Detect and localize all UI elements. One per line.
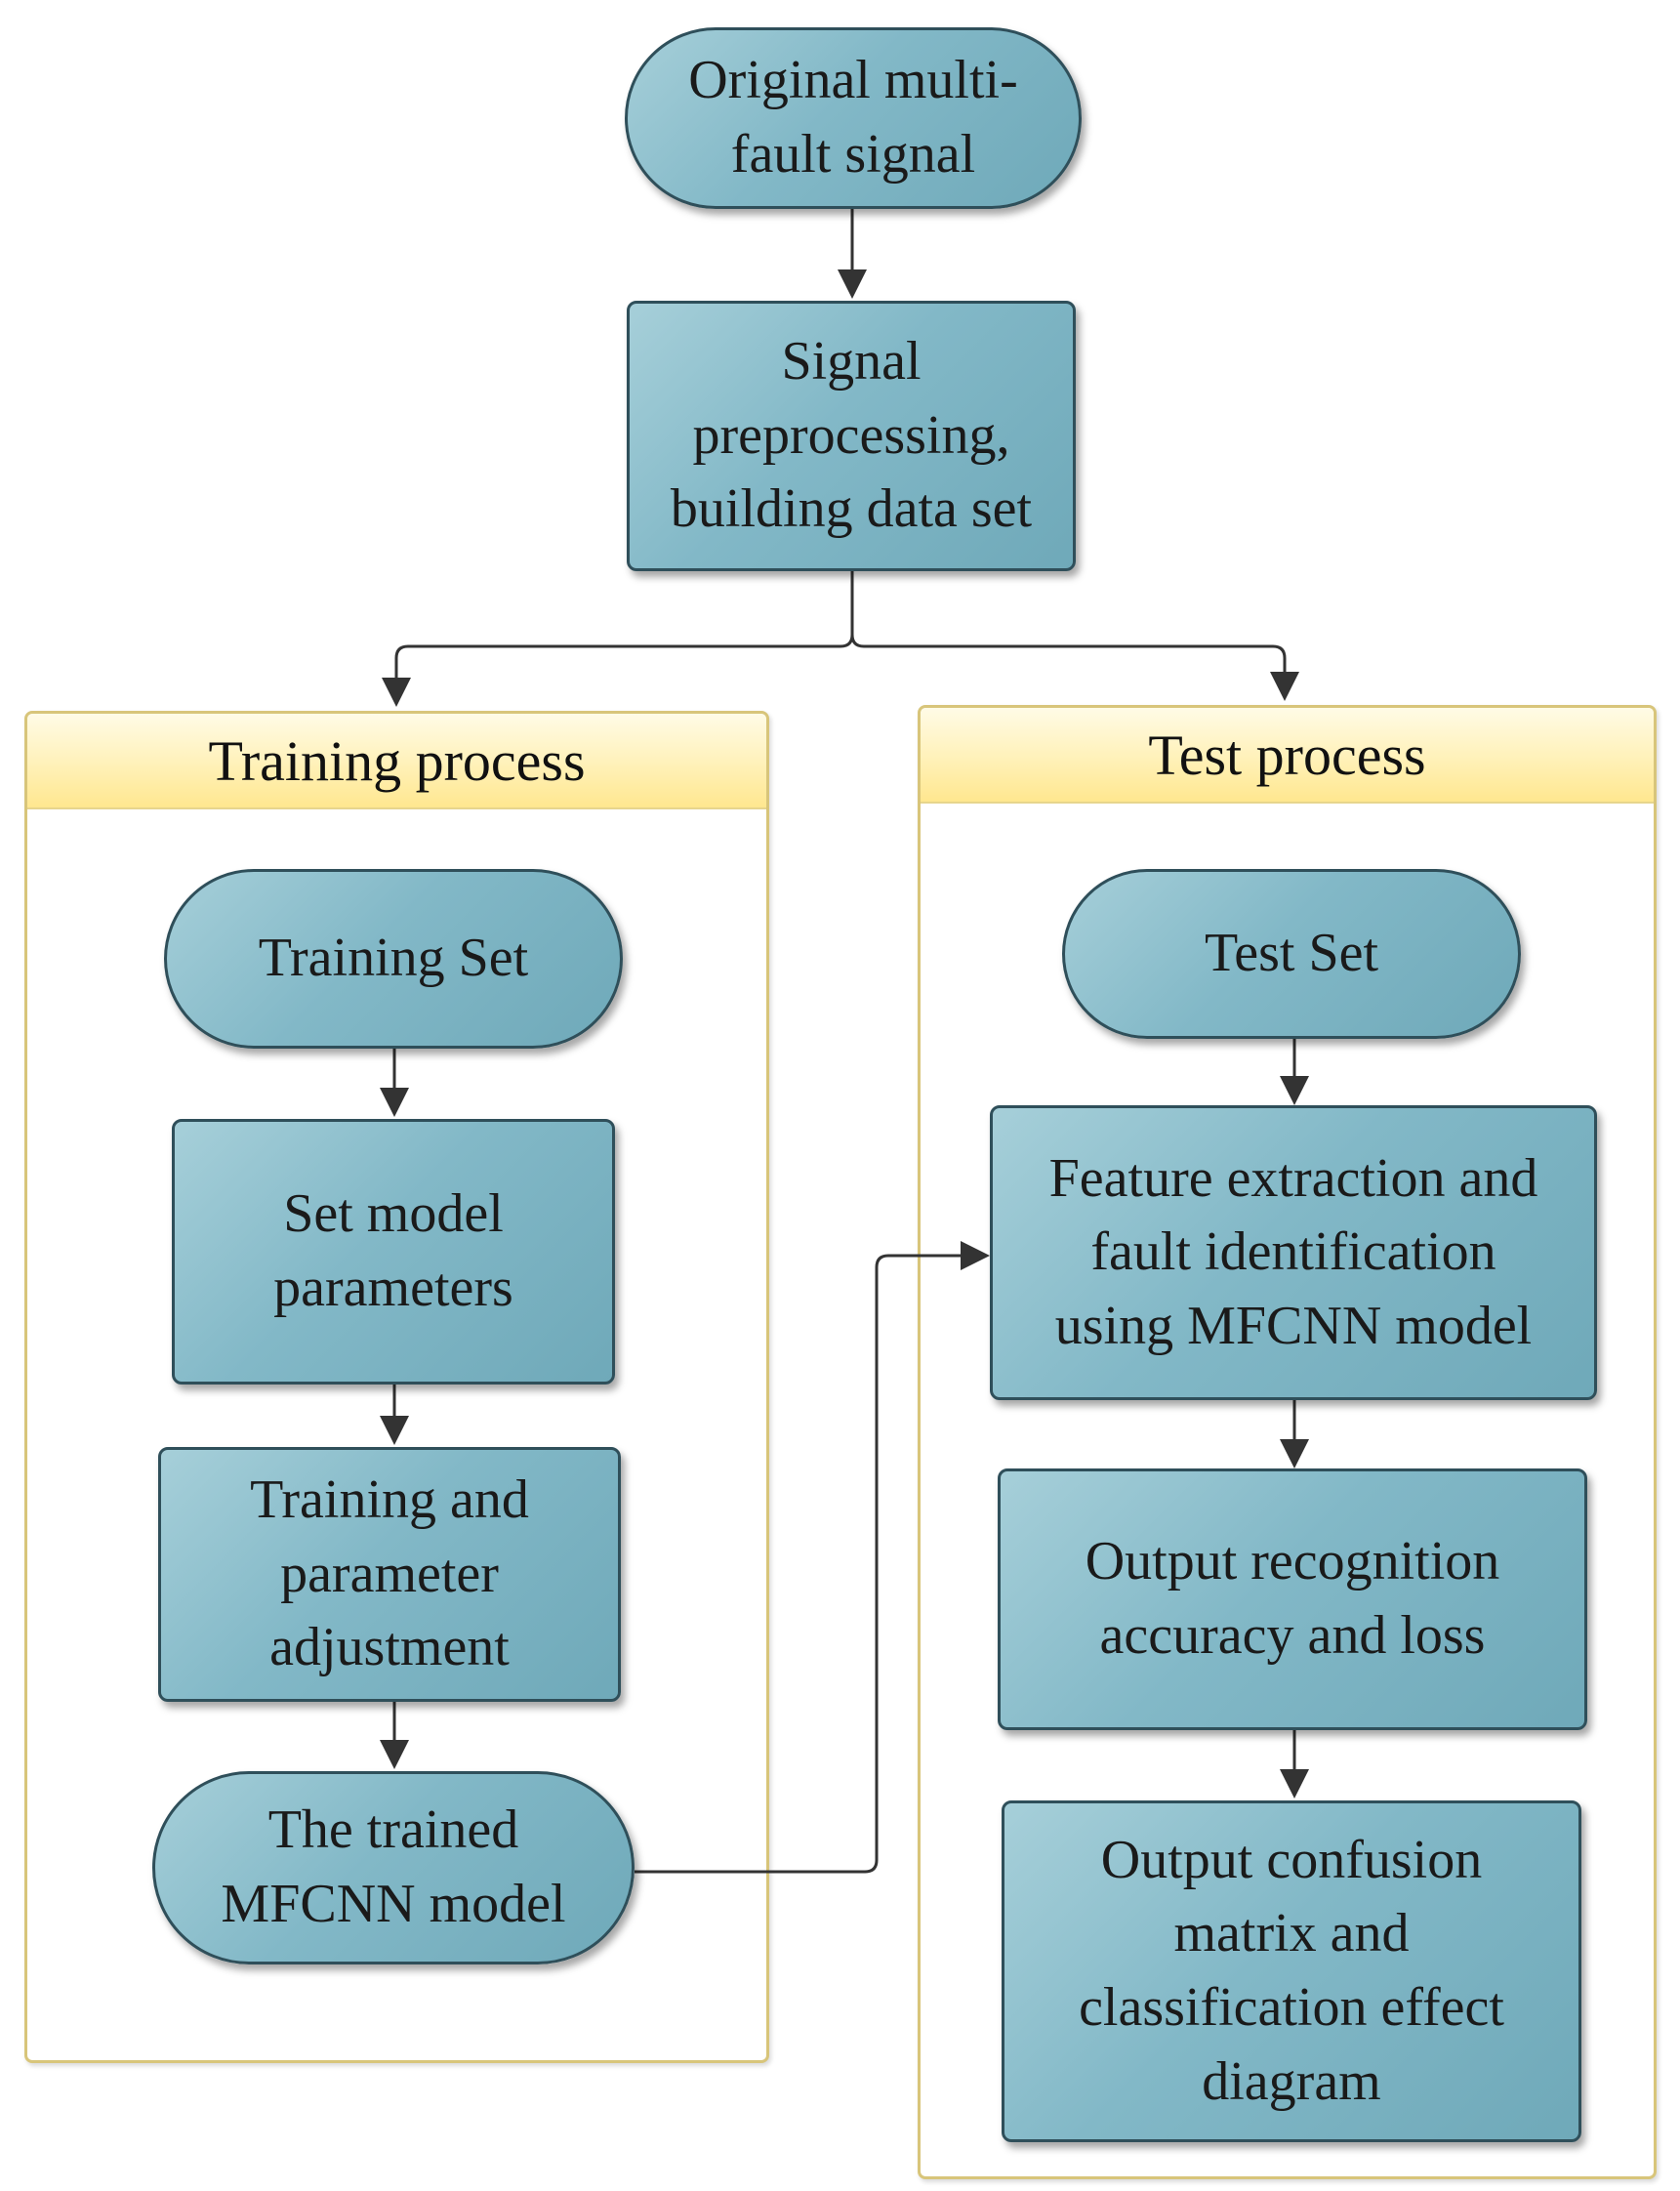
preprocessing-label: Signal preprocessing, building data set xyxy=(670,331,1033,540)
split-connector-right xyxy=(850,634,1299,701)
preprocessing-node: Signal preprocessing, building data set xyxy=(627,301,1076,571)
original-signal-node: Original multi- fault signal xyxy=(625,27,1082,209)
output-confusion-label: Output confusion matrix and classificati… xyxy=(1079,1829,1504,2112)
test-set-label: Test Set xyxy=(1204,923,1379,984)
output-accuracy-node: Output recognition accuracy and loss xyxy=(998,1468,1587,1730)
output-confusion-node: Output confusion matrix and classificati… xyxy=(1002,1800,1581,2142)
split-connector xyxy=(382,571,854,707)
arrow-trained-to-feature xyxy=(635,1241,990,1874)
trained-model-node: The trained MFCNN model xyxy=(152,1771,635,1964)
training-set-node: Training Set xyxy=(164,869,623,1049)
feature-extraction-node: Feature extraction and fault identificat… xyxy=(990,1105,1597,1400)
set-params-node: Set model parameters xyxy=(172,1119,615,1385)
training-process-title: Training process xyxy=(208,728,586,793)
training-process-header: Training process xyxy=(27,714,766,809)
training-set-label: Training Set xyxy=(258,928,529,989)
trained-model-label: The trained MFCNN model xyxy=(221,1799,566,1934)
original-signal-label: Original multi- fault signal xyxy=(688,50,1018,185)
test-process-title: Test process xyxy=(1148,723,1426,787)
set-params-label: Set model parameters xyxy=(273,1183,513,1318)
test-process-header: Test process xyxy=(921,708,1654,804)
feature-extraction-label: Feature extraction and fault identificat… xyxy=(1048,1147,1538,1356)
training-adjust-label: Training and parameter adjustment xyxy=(250,1469,529,1678)
training-adjust-node: Training and parameter adjustment xyxy=(158,1447,621,1702)
test-set-node: Test Set xyxy=(1062,869,1521,1039)
output-accuracy-label: Output recognition accuracy and loss xyxy=(1085,1531,1500,1666)
